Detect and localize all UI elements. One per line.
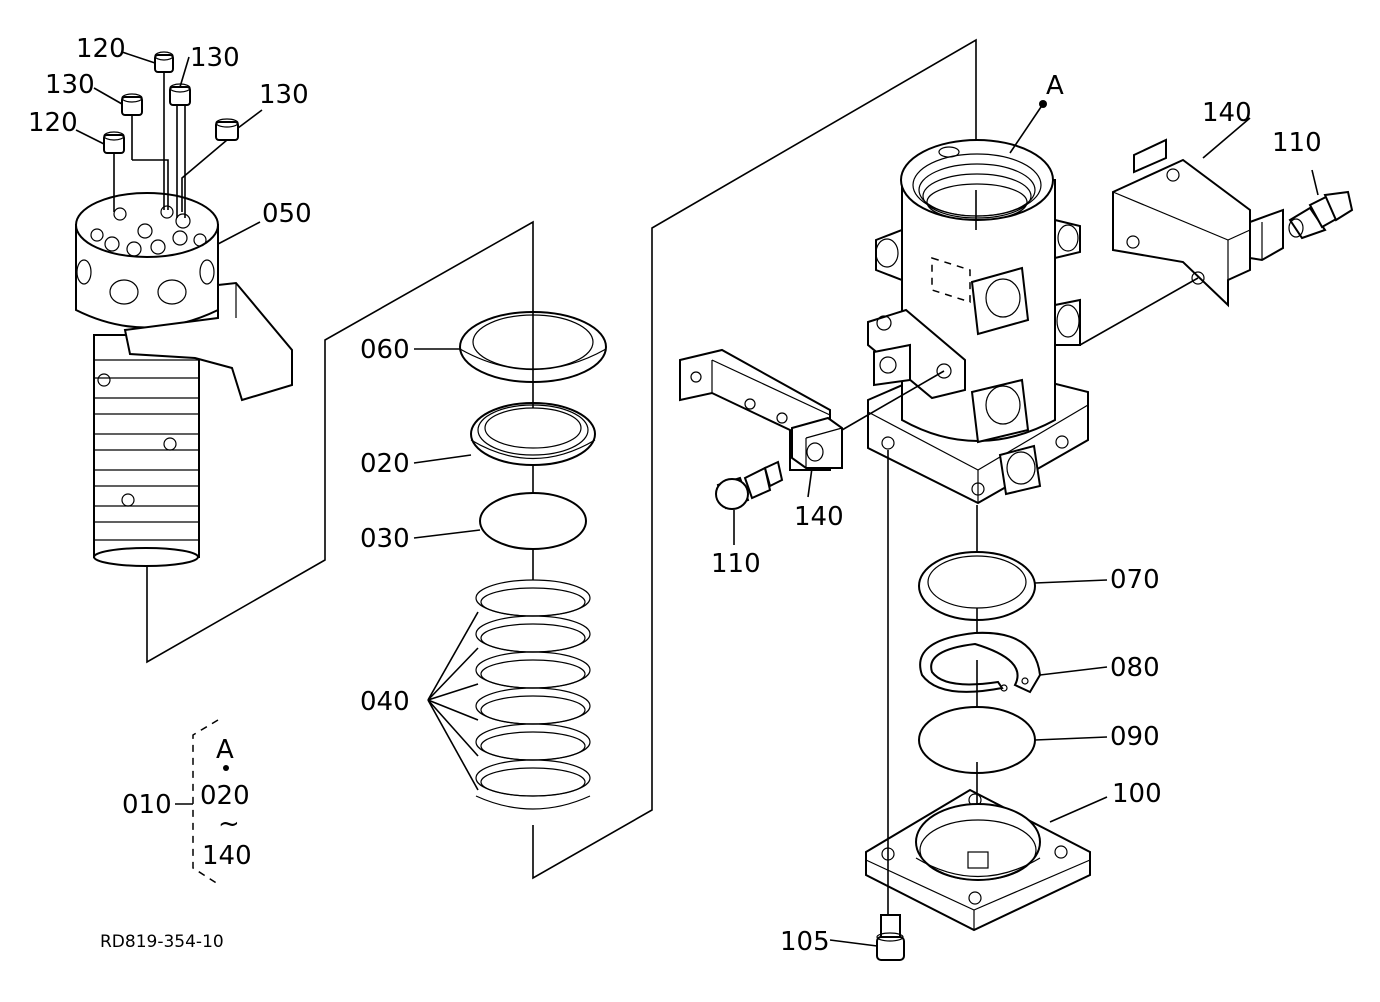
part-140-bracket-right[interactable] [1112, 138, 1284, 308]
callout-140-left: 140 [794, 502, 844, 532]
callout-130-right: 130 [259, 80, 309, 110]
legend-range-tilde: ~ [218, 809, 240, 839]
plug-120-lower[interactable] [103, 131, 125, 154]
drawing-reference-code: RD819-354-10 [100, 932, 224, 952]
legend-range-start: 020 [200, 781, 250, 811]
part-020-seal[interactable] [470, 402, 596, 466]
callout-050: 050 [262, 199, 312, 229]
callout-090: 090 [1110, 722, 1160, 752]
callout-140-right: 140 [1202, 98, 1252, 128]
part-040-seal-rings[interactable] [475, 579, 591, 810]
legend-assembly-number: 010 [122, 790, 172, 820]
callout-130-left: 130 [45, 70, 95, 100]
part-110-fitting-right[interactable] [1288, 190, 1354, 240]
part-100-cover[interactable] [865, 788, 1091, 932]
part-140-bracket-left[interactable] [679, 348, 843, 471]
left-assembly-lines [75, 51, 534, 664]
right-assembly-lines [733, 117, 1319, 947]
middle-assembly-lines [413, 38, 977, 880]
part-110-fitting-left[interactable] [715, 460, 784, 510]
part-105-bolt[interactable] [876, 914, 905, 961]
callout-020: 020 [360, 449, 410, 479]
callout-120-upper: 120 [76, 34, 126, 64]
part-050-rotor[interactable] [75, 192, 293, 567]
plug-130-left[interactable] [121, 93, 143, 116]
part-body-housing[interactable] [867, 139, 1089, 505]
callout-110-right: 110 [1272, 128, 1322, 158]
callout-100: 100 [1112, 779, 1162, 809]
callout-030: 030 [360, 524, 410, 554]
callout-110-left: 110 [711, 549, 761, 579]
plug-130-right[interactable] [215, 118, 239, 141]
callout-130-upper: 130 [190, 43, 240, 73]
plug-120-upper[interactable] [154, 51, 174, 73]
legend-range-end: 140 [202, 841, 252, 871]
part-030-oring[interactable] [479, 492, 587, 550]
callout-070: 070 [1110, 565, 1160, 595]
callout-060: 060 [360, 335, 410, 365]
callout-120-lower: 120 [28, 108, 78, 138]
part-080-snap-ring[interactable] [919, 631, 1042, 694]
callout-a-marker: A [1046, 71, 1064, 101]
legend-marker: A [216, 735, 234, 765]
callout-080: 080 [1110, 653, 1160, 683]
legend-bracket [175, 719, 229, 885]
callout-040: 040 [360, 687, 410, 717]
callout-105: 105 [780, 927, 830, 957]
plug-130-center[interactable] [169, 83, 191, 106]
